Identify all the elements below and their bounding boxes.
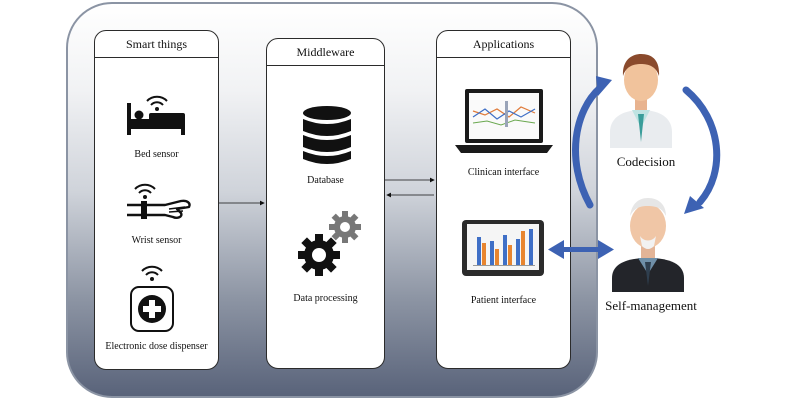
self-management-label: Self-management (605, 298, 697, 313)
bed-sensor-label: Bed sensor (134, 149, 179, 160)
patient-avatar-icon (610, 196, 686, 292)
divider (437, 57, 570, 58)
divider (95, 57, 218, 58)
bed-sensor-icon (123, 91, 189, 141)
smart-things-panel: Smart things Bed sensor Wrist sensor (94, 30, 219, 370)
dose-dispenser-label: Electronic dose dispenser (105, 341, 208, 352)
patient-link-arrow (548, 240, 614, 259)
patient-interface-label: Patient interface (470, 295, 537, 306)
divider (267, 65, 384, 66)
wrist-sensor-label: Wrist sensor (131, 235, 182, 246)
cycle-arrows (572, 84, 721, 209)
database-label: Database (307, 175, 344, 186)
codecision-label: Codecision (616, 154, 676, 169)
clinician-avatar-icon (606, 52, 676, 148)
smart-things-title: Smart things (125, 37, 187, 51)
database-icon (301, 105, 353, 167)
gears-icon (297, 209, 367, 279)
wrist-sensor-icon (125, 179, 195, 227)
middleware-panel: Middleware Database (266, 38, 385, 369)
clinician-interface-label: Clinican interface (467, 167, 540, 178)
middleware-title: Middleware (296, 45, 355, 59)
applications-title: Applications (472, 37, 535, 51)
tablet-icon (461, 219, 545, 277)
dose-dispenser-icon (129, 261, 175, 333)
laptop-icon (455, 87, 555, 157)
applications-panel: Applications Clinican interface (436, 30, 571, 369)
data-processing-label: Data processing (293, 293, 358, 304)
